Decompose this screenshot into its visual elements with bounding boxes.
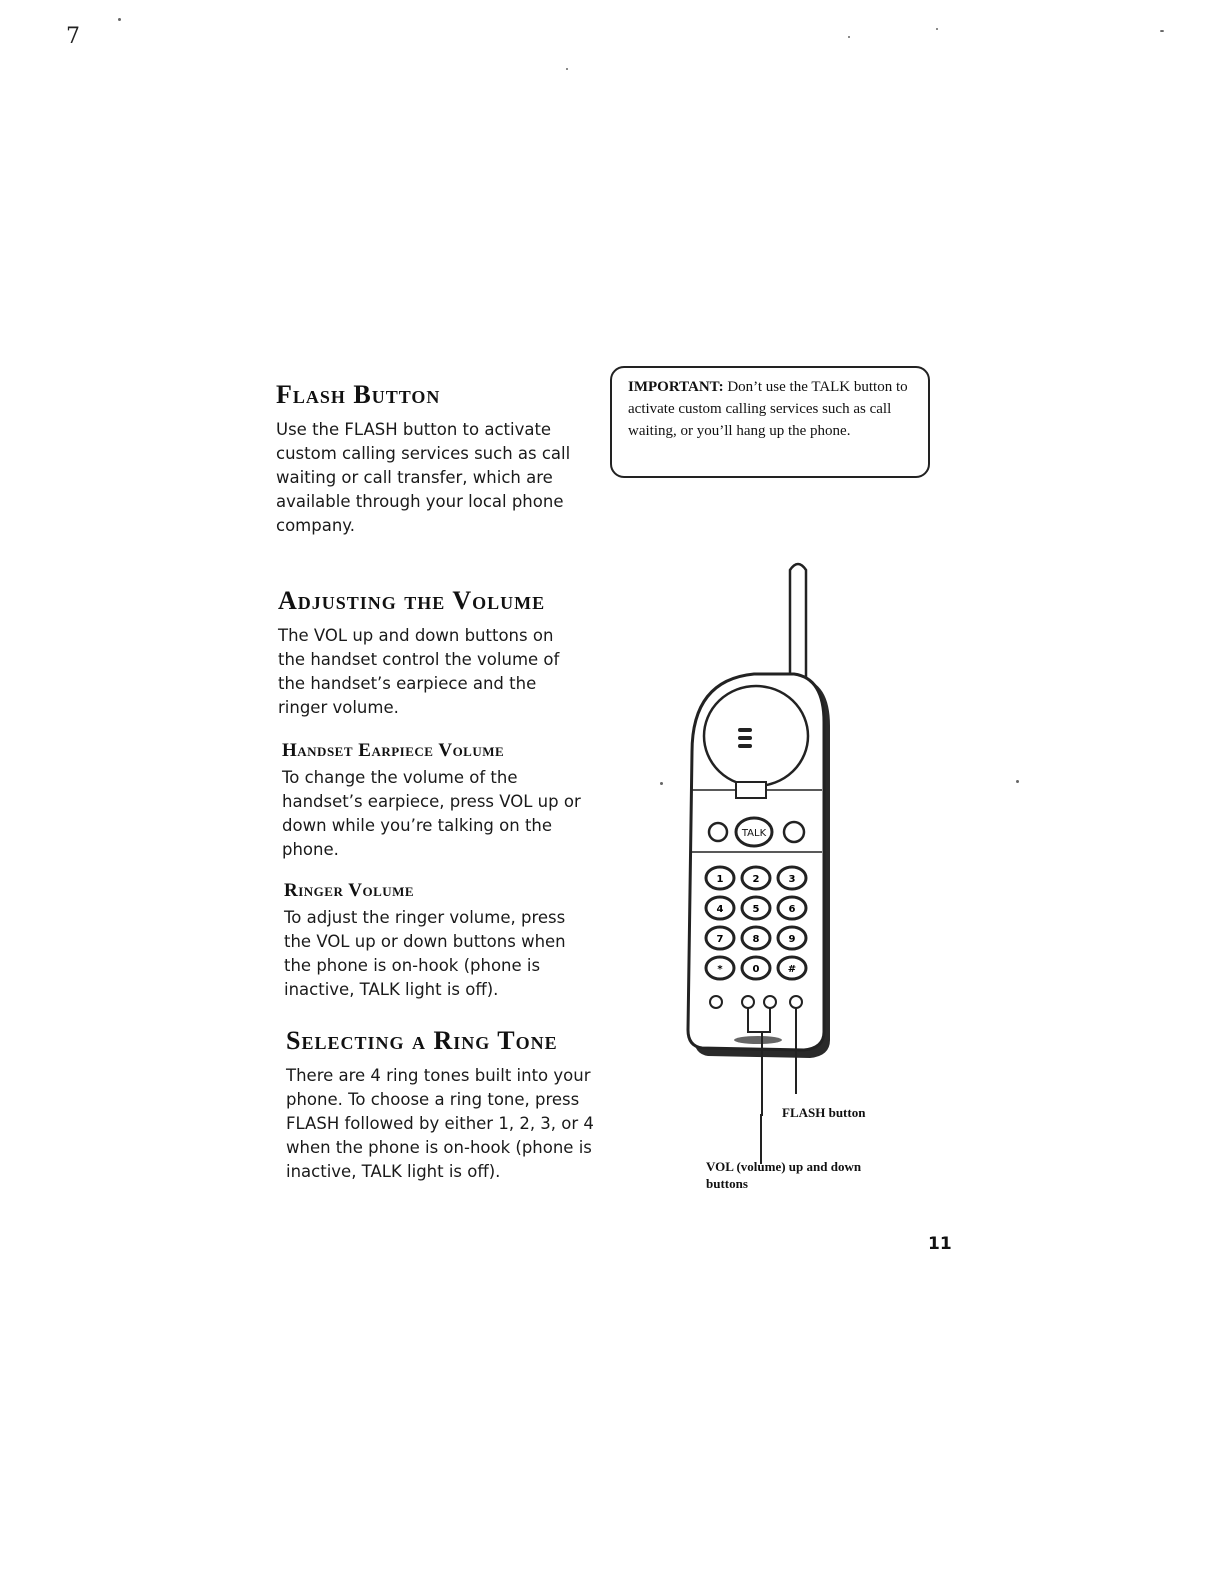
scan-speck <box>118 18 121 21</box>
scan-speck <box>566 68 568 70</box>
keypad: 1 2 3 4 5 6 7 8 9 * 0 # <box>704 865 808 981</box>
key-label: # <box>788 964 796 975</box>
ringtone-body: There are 4 ring tones built into your p… <box>286 1066 594 1181</box>
key-label: 5 <box>753 904 760 915</box>
corner-mark: 7 <box>66 24 80 49</box>
vol-buttons-callout: VOL (volume) up and down buttons <box>706 1159 862 1191</box>
ringer-heading: Ringer Volume <box>284 880 415 901</box>
important-text: Don’t use the TALK button to activate cu… <box>628 379 908 439</box>
scan-speck <box>936 28 938 30</box>
ringtone-heading: Selecting a Ring Tone <box>286 1026 558 1055</box>
flash-heading: Flash Button <box>276 380 441 409</box>
key-label: 8 <box>753 934 760 945</box>
page-number: 11 <box>928 1234 952 1254</box>
key-label: 1 <box>717 874 724 885</box>
scan-speck <box>1016 780 1019 783</box>
key-label: 7 <box>717 934 724 945</box>
key-label: 6 <box>789 904 796 915</box>
cordless-phone-illustration: TALK 1 2 3 4 5 6 7 8 9 * 0 # <box>686 562 830 1116</box>
flash-button-callout: FLASH button <box>782 1105 866 1120</box>
important-note: IMPORTANT: Don’t use the TALK button to … <box>628 376 928 442</box>
key-label: 0 <box>753 964 760 975</box>
key-label: * <box>717 964 723 975</box>
volume-body: The VOL up and down buttons on the hands… <box>278 626 560 717</box>
scan-speck <box>848 36 850 38</box>
flash-body: Use the FLASH button to activate custom … <box>276 420 571 535</box>
key-label: 4 <box>717 904 724 915</box>
key-label: 2 <box>753 874 760 885</box>
talk-button-label: TALK <box>741 828 767 839</box>
vol-leader-line <box>760 1114 762 1164</box>
ringer-body: To adjust the ringer volume, press the V… <box>284 908 566 999</box>
key-label: 9 <box>789 934 796 945</box>
scan-speck <box>1160 30 1164 32</box>
key-label: 3 <box>789 874 796 885</box>
scan-speck <box>660 782 663 785</box>
important-note-box: IMPORTANT: Don’t use the TALK button to … <box>610 366 930 478</box>
earpiece-heading: Handset Earpiece Volume <box>282 740 505 761</box>
volume-heading: Adjusting the Volume <box>278 586 546 615</box>
important-label: IMPORTANT: <box>628 379 724 395</box>
earpiece-body: To change the volume of the handset’s ea… <box>282 768 581 859</box>
